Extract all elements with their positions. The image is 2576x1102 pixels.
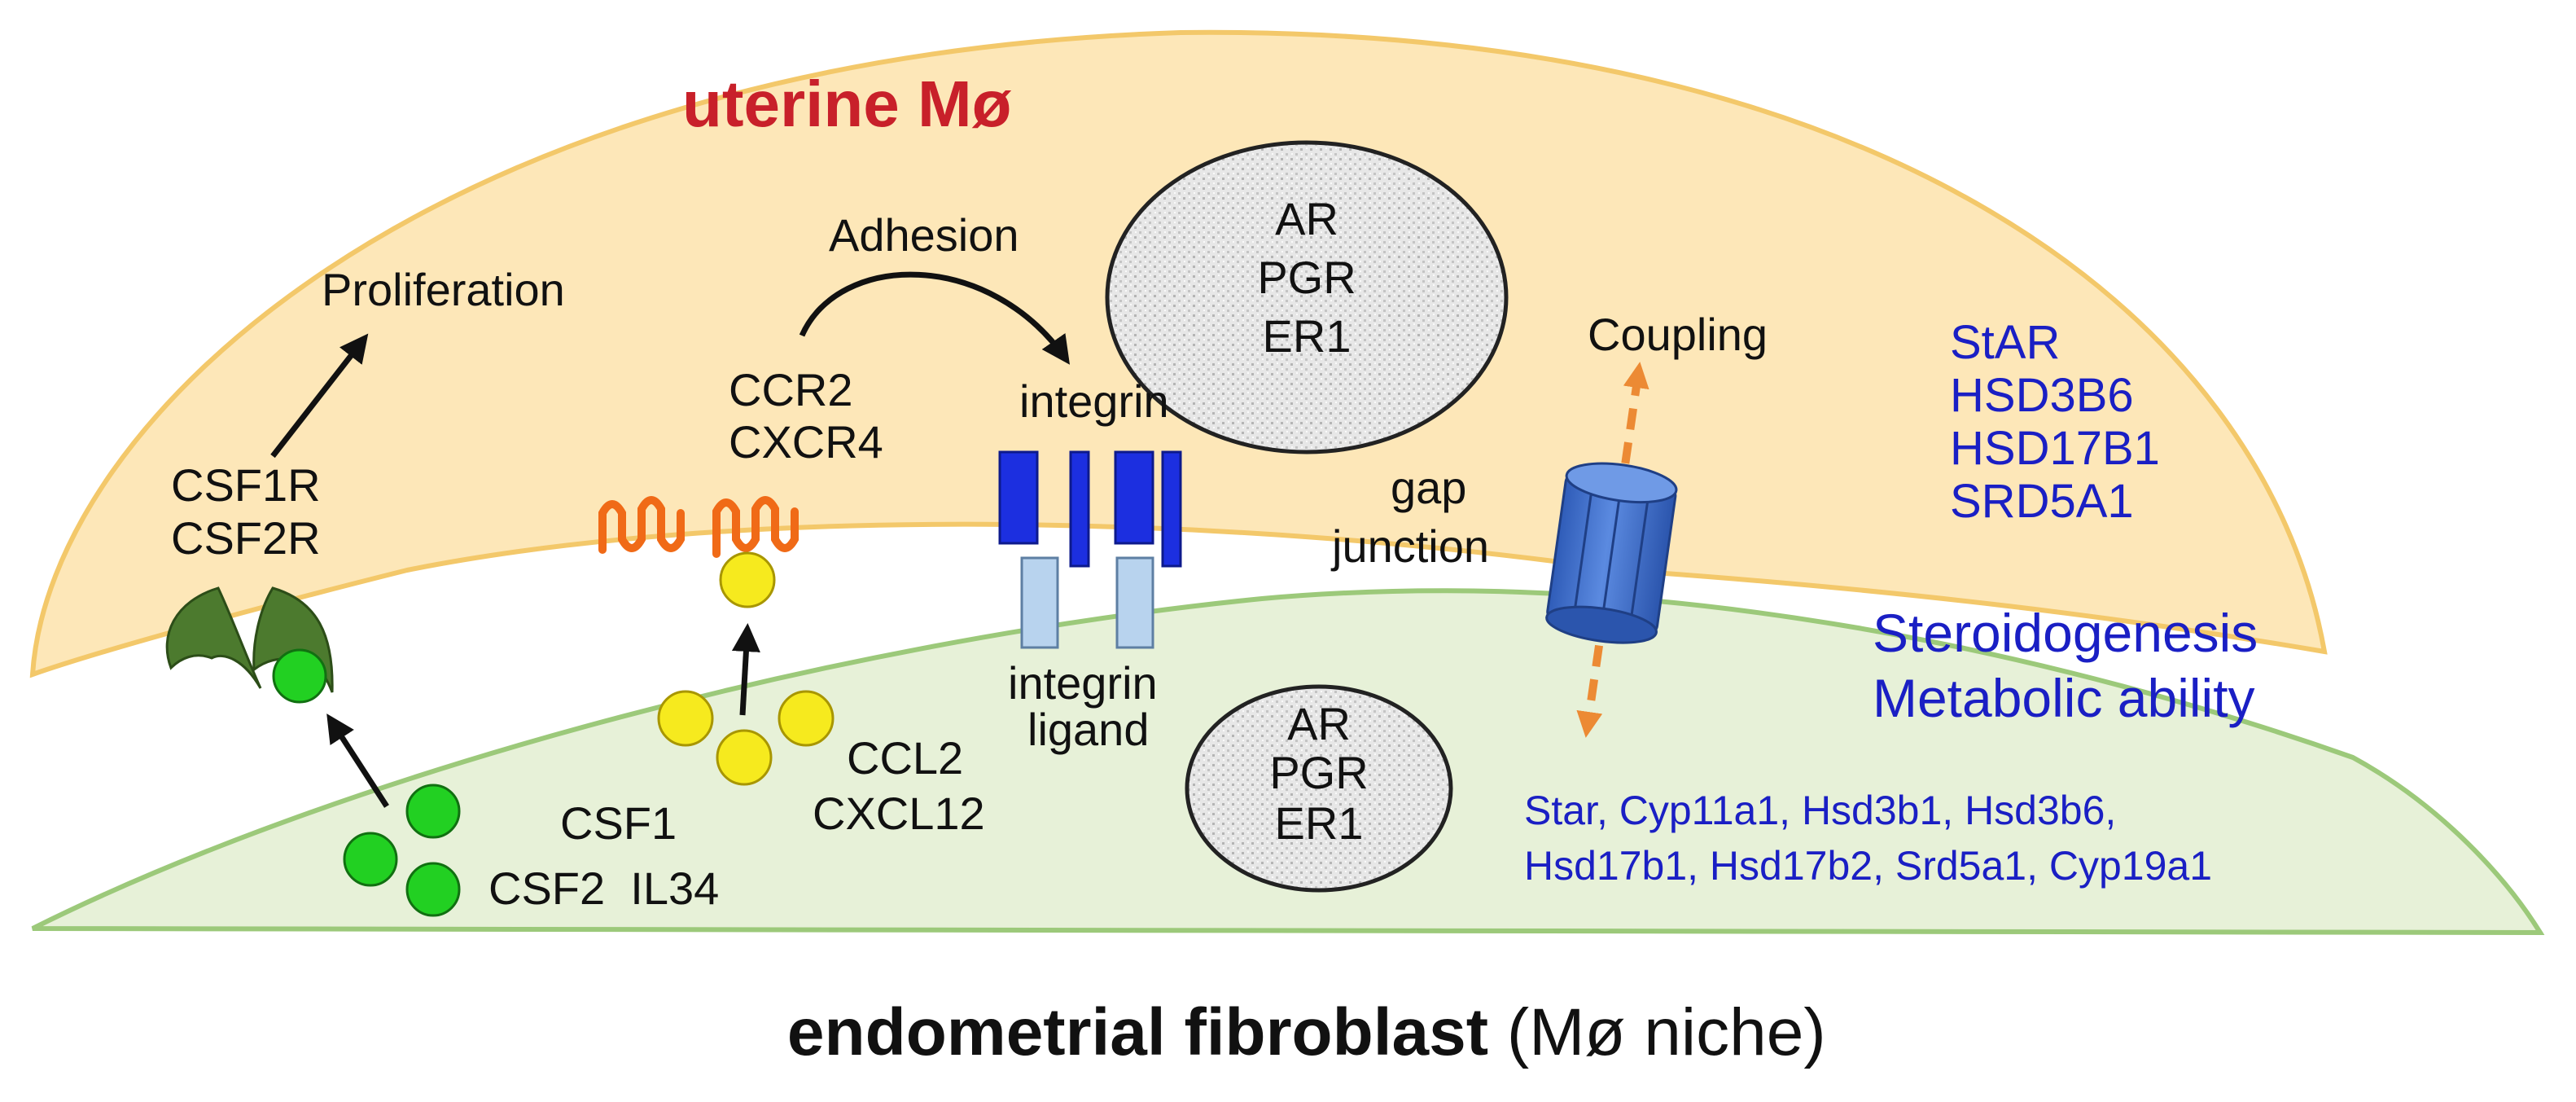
integrin-subunit-1b: [1069, 450, 1090, 568]
gap-label: gap: [1391, 462, 1466, 513]
ccr2-label: CCR2: [729, 364, 852, 415]
nucleus-top-line-3: ER1: [1263, 310, 1352, 362]
proliferation-label: Proliferation: [322, 264, 565, 315]
csf1r-label: CSF1R: [171, 459, 321, 511]
integrin-subunit-2b: [1161, 450, 1182, 568]
integrin-subunit-2a: [1114, 450, 1154, 545]
csf2r-label: CSF2R: [171, 512, 321, 564]
nucleus-bottom-line-2: PGR: [1269, 747, 1368, 798]
cxcl12-label: CXCL12: [813, 788, 985, 839]
adhesion-arrow: [799, 271, 1070, 365]
integrin-ligand-label-2: ligand: [1027, 704, 1149, 755]
nucleus-bottom-line-1: AR: [1287, 698, 1351, 749]
macrophage-gene-4: SRD5A1: [1950, 475, 2134, 528]
csf-ligand-3: [405, 862, 461, 917]
csf-binding-arrow: [326, 713, 389, 808]
csf-receptor-left: [165, 586, 262, 689]
ccl2-label: CCL2: [847, 732, 963, 784]
csf1-label: CSF1: [560, 797, 677, 849]
macrophage-gene-1: StAR: [1950, 316, 2060, 369]
integrin-label: integrin: [1019, 375, 1169, 427]
adhesion-label: Adhesion: [829, 209, 1019, 261]
chemokine-ligand-1: [657, 690, 714, 747]
integrin-ligand-right: [1115, 556, 1154, 649]
nucleus-top-line-1: AR: [1275, 193, 1338, 244]
cxcr4-label: CXCR4: [729, 416, 883, 468]
macrophage-gene-2: HSD3B6: [1950, 369, 2134, 422]
macrophage-gene-3: HSD17B1: [1950, 422, 2160, 475]
junction-label: junction: [1330, 520, 1489, 572]
function-metabolic-ability: Metabolic ability: [1873, 668, 2255, 728]
fibroblast-genes-line-1: Star, Cyp11a1, Hsd3b1, Hsd3b6,: [1524, 788, 2116, 833]
function-steroidogenesis: Steroidogenesis: [1873, 603, 2258, 663]
csf2-il34-label: CSF2 IL34: [488, 863, 719, 914]
chemokine-ligand-bound: [719, 551, 776, 608]
caption-bold: endometrial fibroblast: [787, 995, 1488, 1069]
proliferation-arrow: [270, 333, 369, 459]
chemokine-receptor-right: [712, 496, 799, 558]
integrin-ligand-left: [1020, 556, 1059, 649]
fibroblast-nucleus: [1185, 684, 1453, 893]
integrin-subunit-1a: [998, 450, 1039, 545]
chemokine-ligand-3: [716, 729, 773, 786]
chemokine-receptor-left: [598, 496, 685, 554]
csf-ligand-1: [405, 784, 461, 839]
csf-ligand-bound: [272, 648, 327, 704]
fibroblast-caption: endometrial fibroblast (Mø niche): [694, 995, 1882, 1069]
caption-normal: (Mø niche): [1488, 995, 1826, 1069]
integrin-ligand-label-1: integrin: [1008, 657, 1158, 709]
macrophage-title: uterine Mø: [682, 68, 1012, 140]
chemokine-binding-arrow: [731, 623, 760, 716]
gap-junction-channel: [1545, 462, 1678, 644]
fibroblast-genes-line-2: Hsd17b1, Hsd17b2, Srd5a1, Cyp19a1: [1524, 843, 2212, 889]
coupling-label: Coupling: [1588, 309, 1768, 360]
chemokine-ligand-2: [778, 690, 835, 747]
nucleus-bottom-line-3: ER1: [1275, 797, 1364, 849]
csf-ligand-2: [343, 832, 398, 887]
macrophage-nucleus: [1105, 140, 1509, 454]
nucleus-top-line-2: PGR: [1257, 252, 1356, 303]
